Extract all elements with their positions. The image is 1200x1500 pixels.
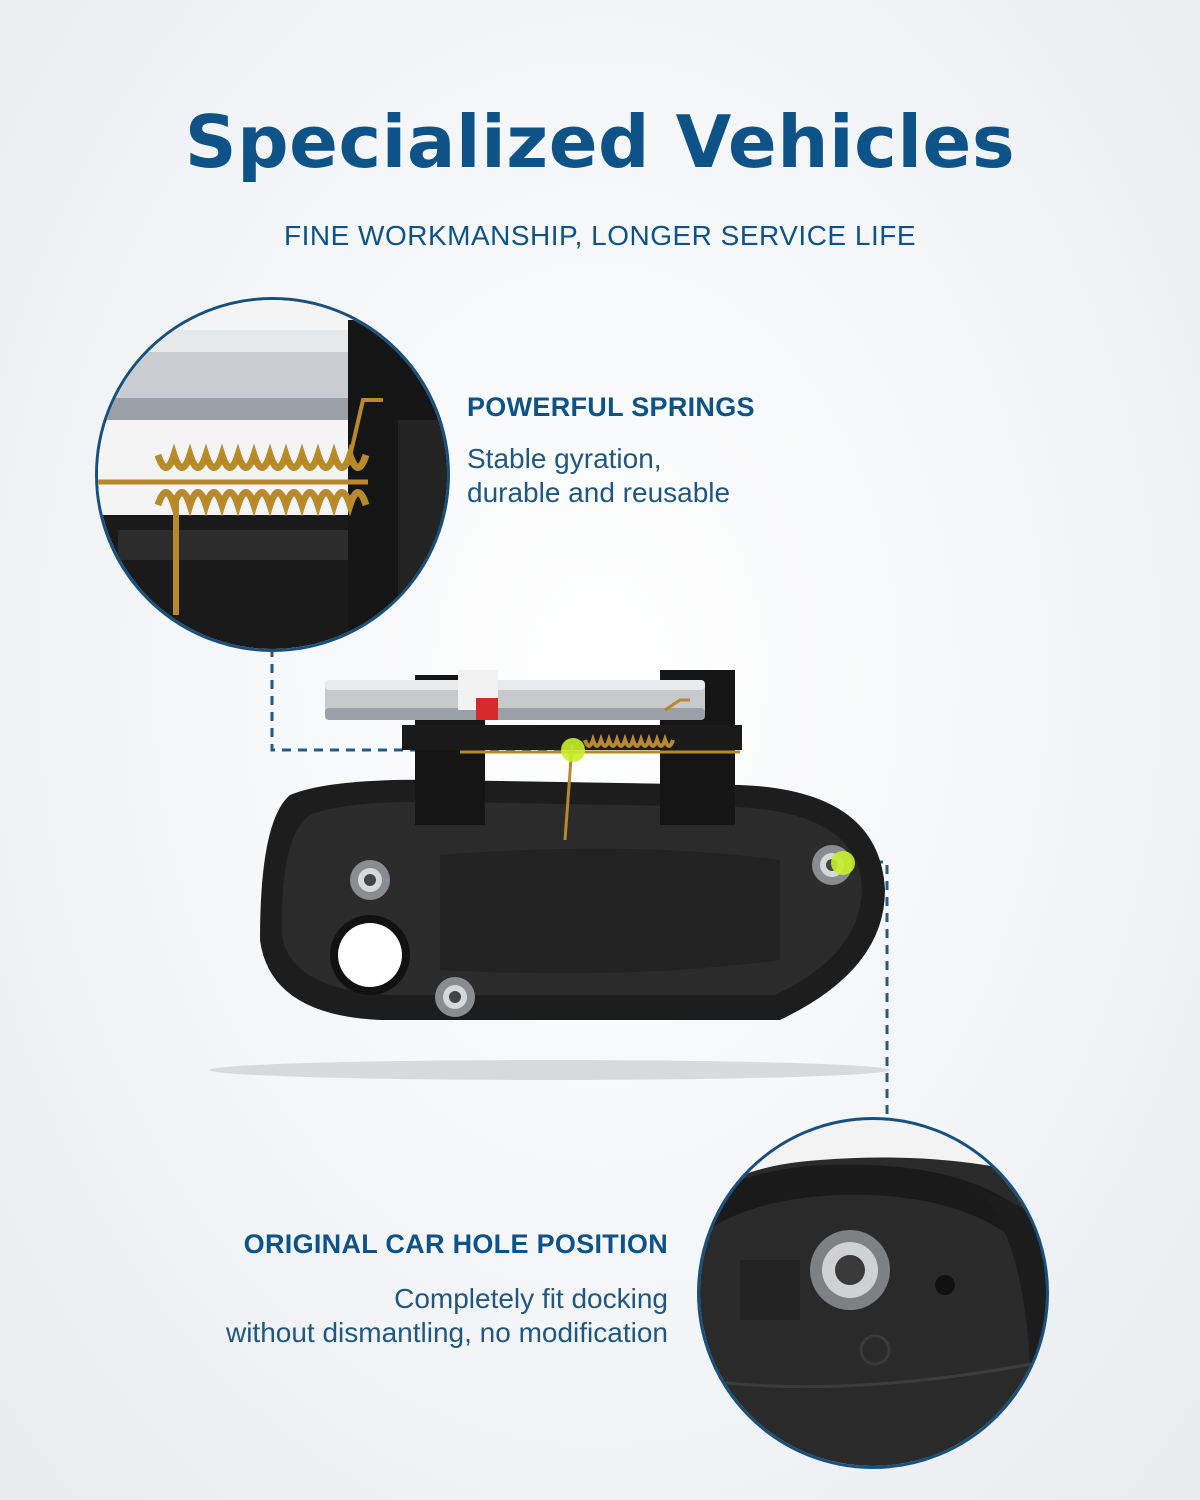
page-title: Specialized Vehicles — [184, 100, 1016, 184]
springs-feature-description: Stable gyration, durable and reusable — [467, 443, 731, 508]
hole-feature-title: ORIGINAL CAR HOLE POSITION — [243, 1229, 668, 1259]
car-door-handle-image — [210, 670, 890, 1080]
mounting-hole-closeup-image — [697, 1117, 1049, 1469]
page-subtitle: FINE WORKMANSHIP, LONGER SERVICE LIFE — [283, 220, 917, 251]
springs-feature-title: POWERFUL SPRINGS — [467, 392, 755, 422]
hole-feature-description: Completely fit docking without dismantli… — [225, 1283, 668, 1348]
spring-closeup-image — [95, 297, 450, 652]
